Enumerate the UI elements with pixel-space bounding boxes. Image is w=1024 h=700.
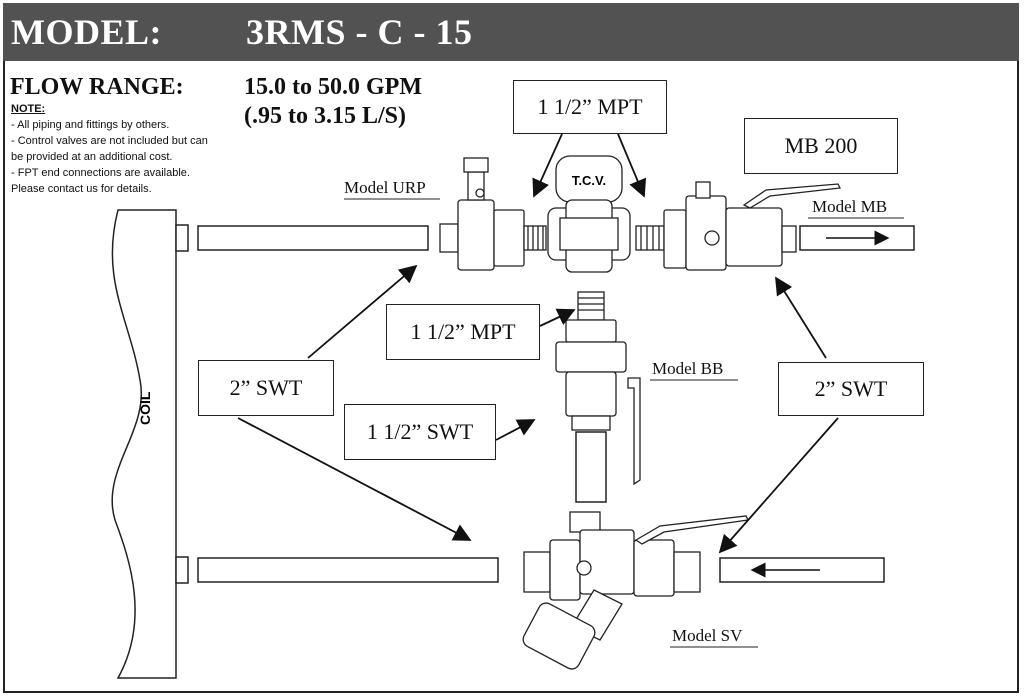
note-line: - FPT end connections are available. [11,167,190,179]
tcv-valve [547,155,631,273]
note-line: Please contact us for details. [11,183,152,195]
bypass-pipe [575,431,607,503]
note-line: - All piping and fittings by others. [11,119,170,131]
model-mb-label: Model MB [812,197,888,216]
model-label: MODEL: [11,12,162,52]
model-urp-label: Model URP [344,178,426,197]
callout-mpt-top: 1 1/2” MPT [513,80,667,134]
supply-pipe [197,225,429,251]
flow-range-ls: (.95 to 3.15 L/S) [244,103,406,129]
flow-range-label: FLOW RANGE: [10,74,184,100]
callout-swt-right: 2” SWT [778,362,924,416]
pipes [197,225,915,583]
callout-mpt-mid: 1 1/2” MPT [386,304,540,360]
urp-valve [439,157,547,271]
model-sv-label: Model SV [672,626,743,645]
title-bar: MODEL: 3RMS - C - 15 [3,3,1019,61]
note-line: be provided at an additional cost. [11,151,173,163]
callout-mb200: MB 200 [744,118,898,174]
return-pipe [197,557,499,583]
model-value: 3RMS - C - 15 [246,12,473,52]
coil-label: COIL [137,391,153,425]
bb-valve [555,291,641,486]
mb-valve [635,181,841,271]
tcv-label: T.C.V. [572,173,606,188]
flow-range-gpm: 15.0 to 50.0 GPM [244,74,422,100]
model-bb-label: Model BB [652,359,724,378]
coil [111,209,189,679]
callout-swt-left: 2” SWT [198,360,334,416]
notes-heading: NOTE: [11,103,46,115]
callout-swt-mid: 1 1/2” SWT [344,404,496,460]
note-line: - Control valves are not included but ca… [11,135,208,147]
notes: NOTE: - All piping and fittings by other… [11,101,208,197]
label-underlines [344,198,904,648]
callout-arrows [237,133,839,554]
sv-valve [522,511,749,670]
